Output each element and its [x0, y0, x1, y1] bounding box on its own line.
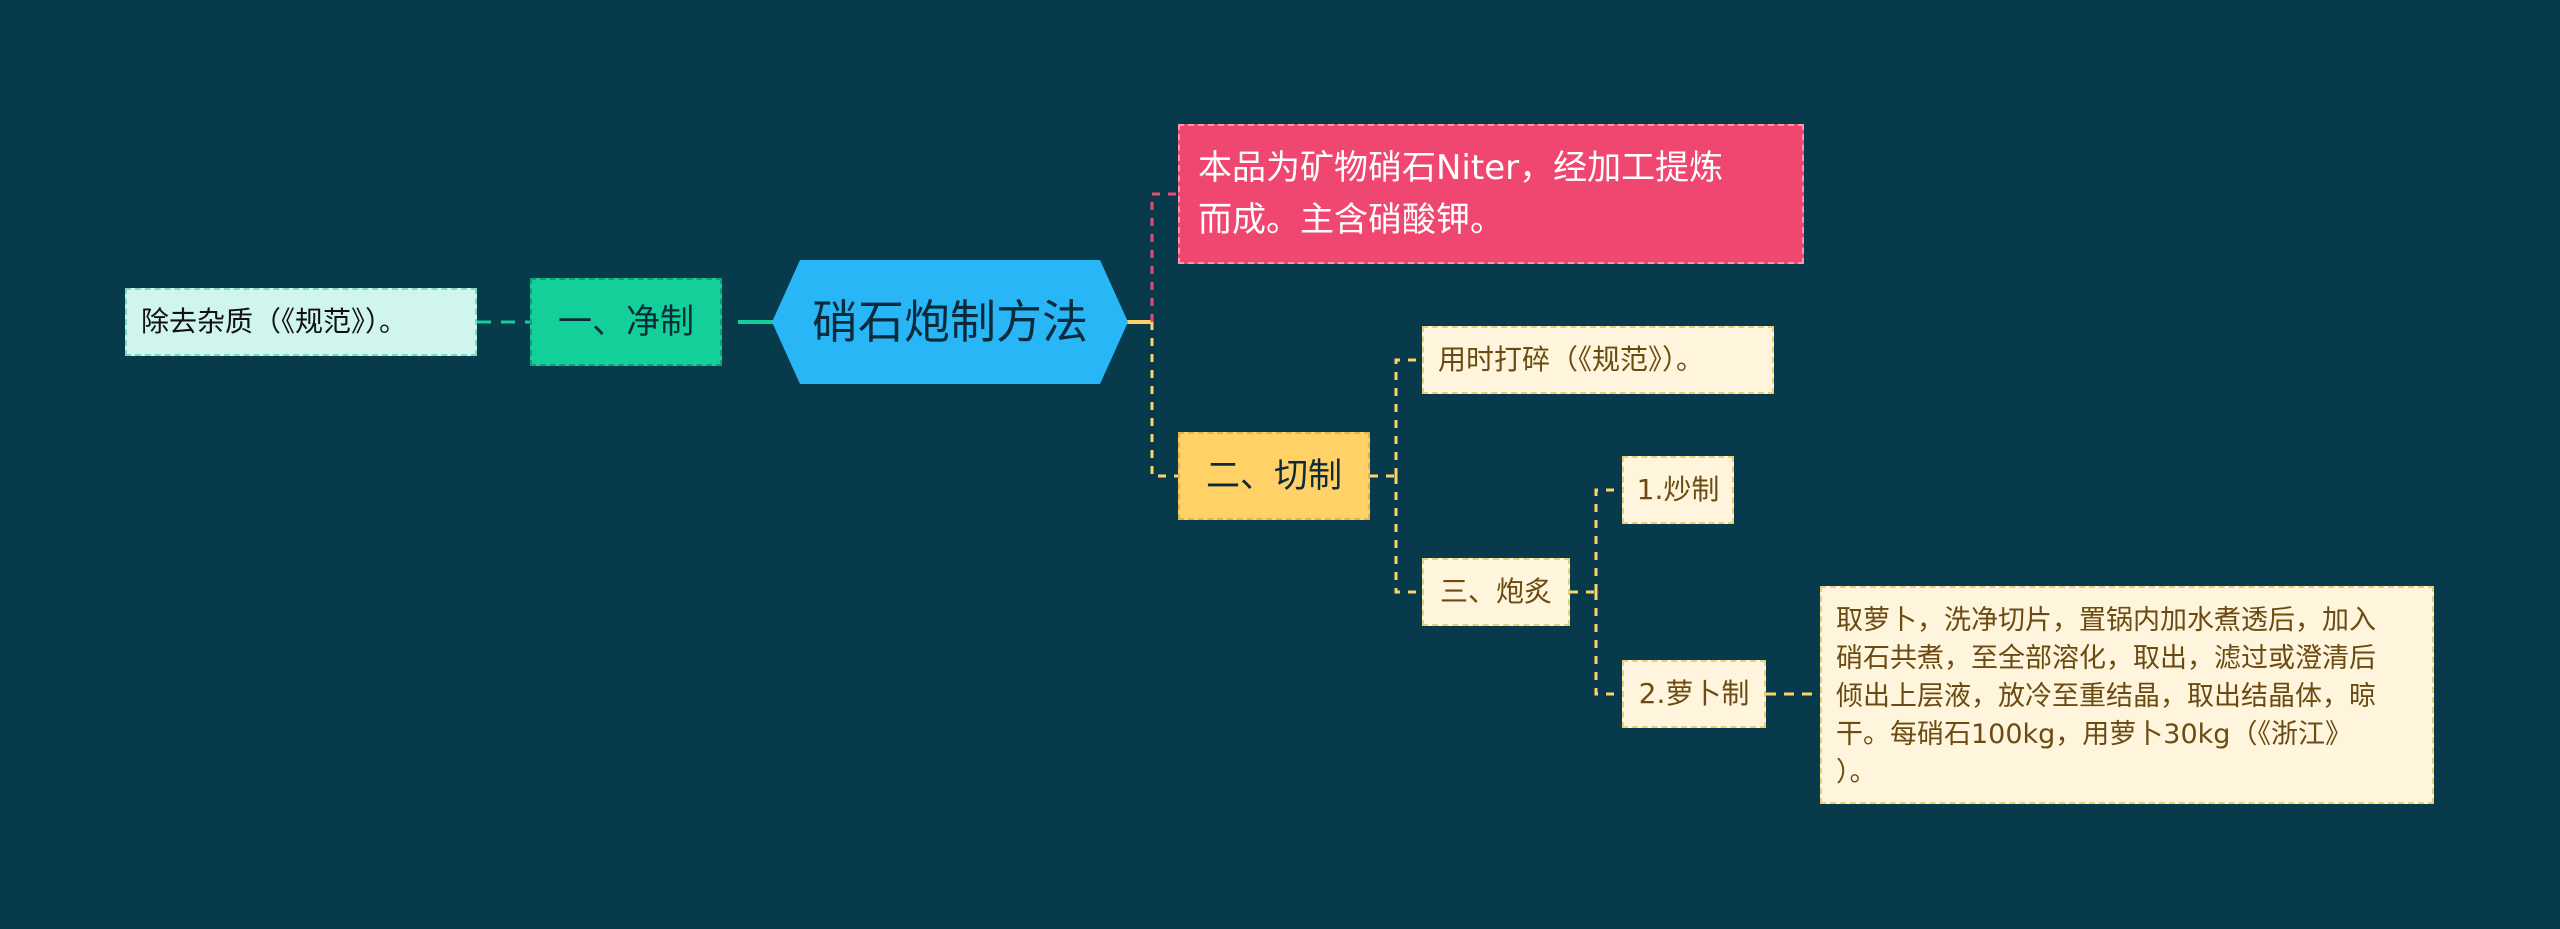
- node-jingzhi-label: 一、净制: [558, 302, 694, 342]
- node-luobozhi-description-text: 取萝卜，洗净切片，置锅内加水煮透后，加入 硝石共煮，至全部溶化，取出，滤过或澄清…: [1836, 605, 2376, 788]
- node-benpin[interactable]: 本品为矿物硝石Niter，经加工提炼 而成。主含硝酸钾。: [1178, 124, 1804, 264]
- connector-to-benpin: [1150, 192, 1178, 322]
- node-qiezhi[interactable]: 二、切制: [1178, 432, 1370, 520]
- node-jingzhi[interactable]: 一、净制: [530, 278, 722, 366]
- node-benpin-label: 本品为矿物硝石Niter，经加工提炼 而成。主含硝酸钾。: [1198, 148, 1724, 240]
- node-yongshi-dasui[interactable]: 用时打碎（《规范》）。: [1422, 326, 1774, 394]
- connector-to-paozhi: [1394, 476, 1422, 594]
- node-luobozhi-label: 2.萝卜制: [1638, 677, 1750, 710]
- connector-to-qiezhi: [1150, 322, 1178, 478]
- center-node-label: 硝石炮制方法: [812, 295, 1088, 349]
- node-paozhi-label: 三、炮炙: [1439, 575, 1552, 608]
- connector-to-luobo: [1594, 592, 1622, 696]
- node-chuqu-label: 除去杂质（《规范》）。: [141, 305, 408, 338]
- center-node[interactable]: 硝石炮制方法: [770, 260, 1130, 384]
- node-paozhi[interactable]: 三、炮炙: [1422, 558, 1570, 626]
- connector-to-yongshi: [1394, 358, 1422, 476]
- node-qiezhi-label: 二、切制: [1206, 456, 1342, 496]
- connector-to-chao: [1594, 488, 1622, 592]
- node-chuqu-zazhi[interactable]: 除去杂质（《规范》）。: [125, 288, 477, 356]
- center-hexagon-shape: [772, 260, 1128, 384]
- node-yongshi-label: 用时打碎（《规范》）。: [1438, 343, 1705, 376]
- node-chaozhi[interactable]: 1.炒制: [1622, 456, 1734, 524]
- node-luobozhi[interactable]: 2.萝卜制: [1622, 660, 1766, 728]
- node-chaozhi-label: 1.炒制: [1636, 473, 1720, 506]
- node-luobozhi-description[interactable]: 取萝卜，洗净切片，置锅内加水煮透后，加入 硝石共煮，至全部溶化，取出，滤过或澄清…: [1820, 586, 2434, 804]
